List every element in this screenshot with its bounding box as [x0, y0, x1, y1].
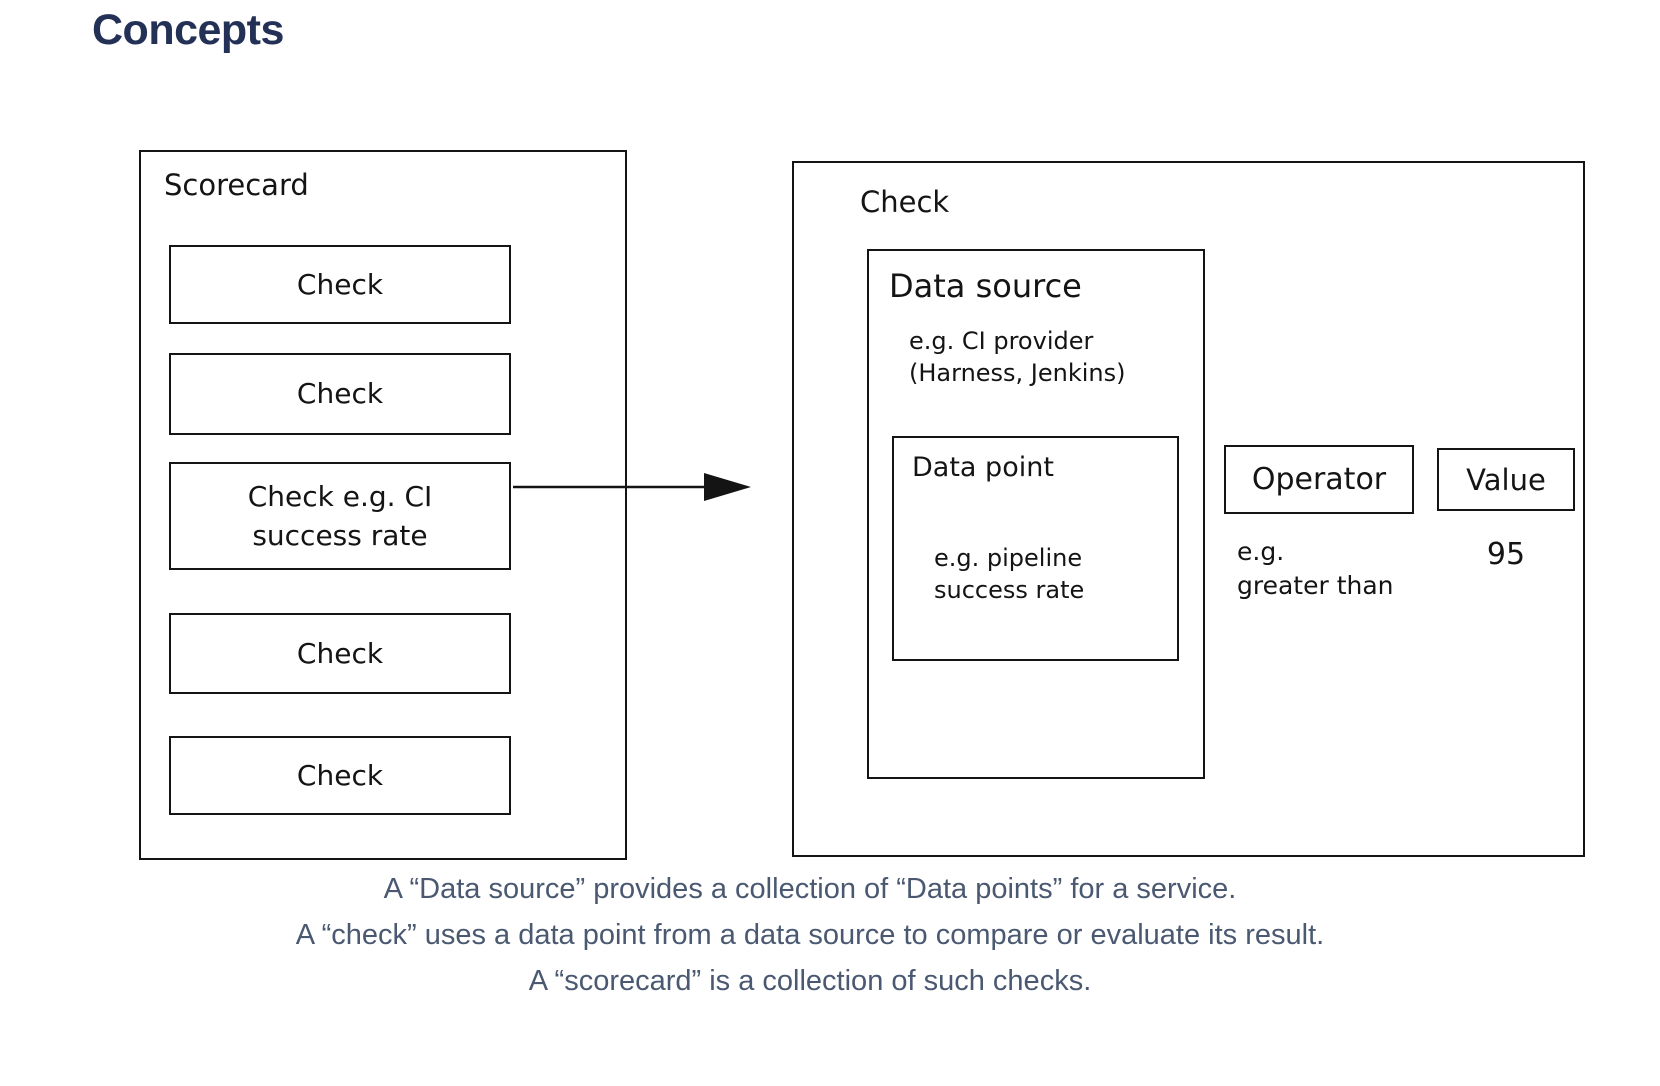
data-point-box: Data point e.g. pipeline success rate — [892, 436, 1179, 661]
check-detail-box: Check Data source e.g. CI provider (Harn… — [792, 161, 1585, 857]
caption-block: A “Data source” provides a collection of… — [0, 866, 1620, 1004]
scorecard-check-1: Check — [169, 245, 511, 324]
page-title: Concepts — [92, 6, 284, 54]
operator-box: Operator — [1224, 445, 1414, 514]
value-example: 95 — [1486, 537, 1526, 572]
right-arrow-icon — [513, 473, 751, 501]
data-point-example: e.g. pipeline success rate — [934, 544, 1085, 605]
data-source-example: e.g. CI provider (Harness, Jenkins) — [909, 327, 1126, 388]
scorecard-label: Scorecard — [164, 168, 309, 202]
scorecard-box: Scorecard Check Check Check e.g. CI succ… — [139, 150, 627, 860]
scorecard-check-ci-success-rate: Check e.g. CI success rate — [169, 462, 511, 570]
value-box: Value — [1437, 448, 1575, 511]
caption-line-data-source: A “Data source” provides a collection of… — [383, 873, 1237, 905]
scorecard-check-5: Check — [169, 736, 511, 815]
scorecard-check-2: Check — [169, 353, 511, 435]
scorecard-check-4: Check — [169, 613, 511, 694]
data-source-label: Data source — [889, 267, 1082, 305]
operator-example: e.g. greater than — [1237, 537, 1394, 600]
caption-line-check: A “check” uses a data point from a data … — [295, 919, 1325, 951]
data-point-label: Data point — [912, 452, 1054, 483]
caption-line-scorecard: A “scorecard” is a collection of such ch… — [528, 965, 1092, 997]
check-detail-label: Check — [860, 185, 950, 219]
data-source-box: Data source e.g. CI provider (Harness, J… — [867, 249, 1205, 779]
